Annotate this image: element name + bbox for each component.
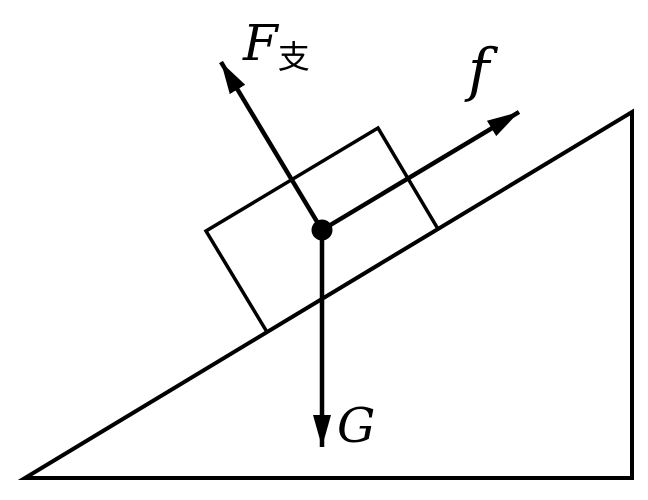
gravity-label: G [337, 398, 375, 454]
center-of-mass-dot [311, 219, 333, 241]
friction-label: f [464, 36, 499, 104]
normal-force-label-subscript: 支 [278, 38, 310, 76]
friction-vector [320, 110, 521, 232]
block-on-incline [203, 125, 441, 335]
normal-force-label-main: F [242, 14, 280, 72]
normal-force-vector [219, 60, 324, 232]
normal-force-label: F支 [242, 14, 310, 76]
